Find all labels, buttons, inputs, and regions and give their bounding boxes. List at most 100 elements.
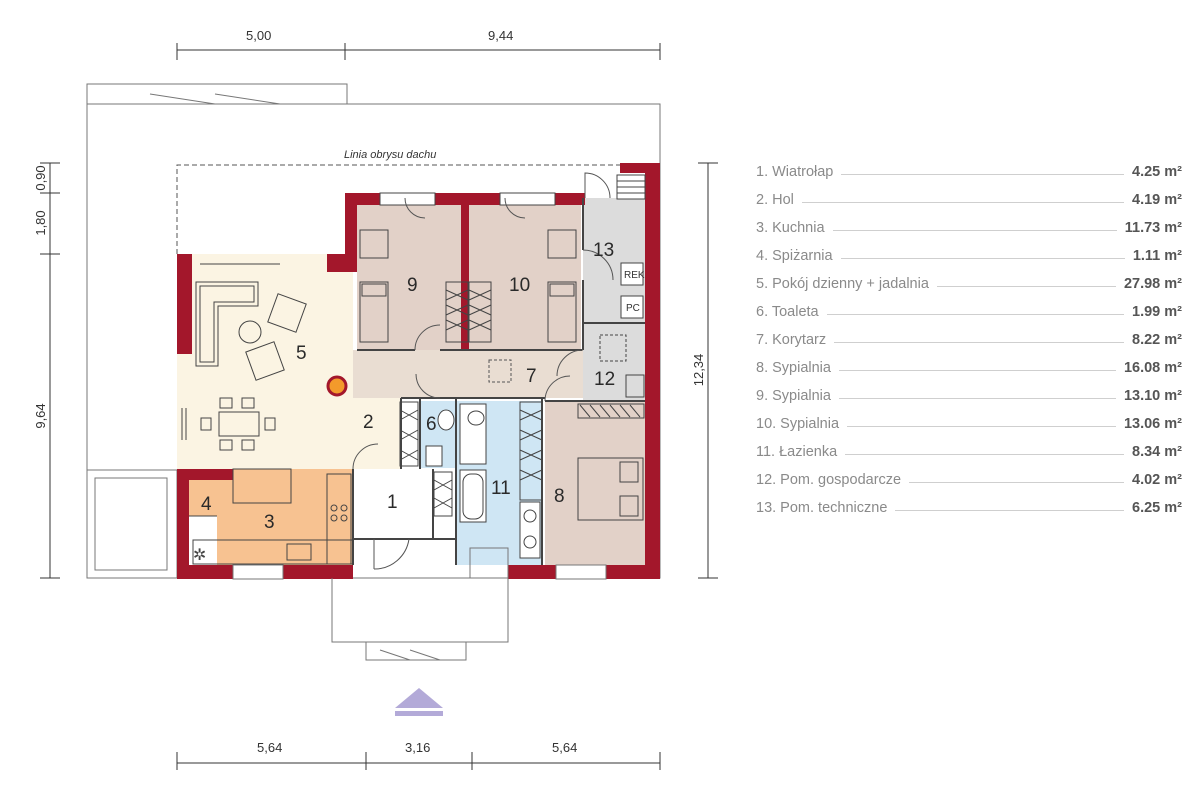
room-list-area: 4.25 m²: [1132, 164, 1182, 180]
room-list-item: 6. Toaleta 1.99 m²: [756, 298, 1182, 326]
leader-line: [832, 229, 1117, 231]
room-list-item: 7. Korytarz 8.22 m²: [756, 326, 1182, 354]
leader-line: [838, 397, 1116, 399]
room-list-area: 1.99 m²: [1132, 304, 1182, 320]
leader-line: [895, 509, 1125, 511]
doors: [352, 172, 614, 570]
leader-line: [841, 173, 1125, 175]
room-label-5: 5: [296, 343, 307, 364]
bedroom-windows: [379, 192, 556, 206]
equipment-rek-label: REK: [624, 270, 645, 281]
room-list-item: 1. Wiatrołap 4.25 m²: [756, 158, 1182, 186]
terrace-left-bottom: [86, 469, 178, 579]
room-list-area: 4.19 m²: [1132, 192, 1182, 208]
bathroom-fixtures: [459, 403, 541, 559]
leader-line: [909, 481, 1125, 483]
hall-wardrobe: [399, 401, 453, 517]
room-list-item: 5. Pokój dzienny + jadalnia 27.98 m²: [756, 270, 1182, 298]
room-list-name: 11. Łazienka: [756, 444, 838, 460]
room-list-name: 7. Korytarz: [756, 332, 827, 348]
room-list-name: 2. Hol: [756, 192, 794, 208]
room-label-1: 1: [387, 492, 398, 513]
room-label-7: 7: [526, 366, 537, 387]
room-list-item: 12. Pom. gospodarcze 4.02 m²: [756, 466, 1182, 494]
room-list-area: 13.06 m²: [1123, 416, 1182, 432]
utility-room-equipment: [599, 334, 645, 398]
room-list-area: 8.34 m²: [1132, 444, 1182, 460]
room-list-item: 13. Pom. techniczne 6.25 m²: [756, 494, 1182, 522]
room-list-name: 4. Spiżarnia: [756, 248, 833, 264]
room-label-11: 11: [491, 478, 511, 499]
room-list-item: 8. Sypialnia 16.08 m²: [756, 354, 1182, 382]
room-12-fill: [583, 323, 645, 401]
room-list-area: 6.25 m²: [1132, 500, 1182, 516]
bedroom-10-furniture: [468, 229, 577, 343]
toilet-fixtures: [425, 409, 455, 467]
leader-line: [845, 453, 1125, 455]
technical-room-equipment: [616, 174, 646, 319]
entrance-porch: [232, 547, 607, 661]
room-fills: [177, 198, 645, 565]
room-list-area: 11.73 m²: [1124, 220, 1182, 236]
walls: [177, 163, 660, 579]
room-list-item: 11. Łazienka 8.34 m²: [756, 438, 1182, 466]
leader-line: [847, 425, 1116, 427]
bedroom-8-furniture: [519, 401, 645, 521]
room-label-9: 9: [407, 275, 418, 296]
room-list-name: 6. Toaleta: [756, 304, 819, 320]
room-label-6: 6: [426, 414, 437, 435]
room-3-fill: [217, 469, 353, 565]
dim-bottom-3: 5,64: [552, 740, 577, 755]
room-list-name: 5. Pokój dzienny + jadalnia: [756, 276, 929, 292]
dim-bottom-1: 5,64: [257, 740, 282, 755]
dim-bottom-2: 3,16: [405, 740, 430, 755]
leader-line: [936, 285, 1116, 287]
room-10-fill: [469, 205, 581, 350]
dim-top-2: 9,44: [488, 28, 513, 43]
room-label-8: 8: [554, 486, 565, 507]
dim-left-1: 0,90: [33, 165, 48, 190]
fridge-icon: ✲: [193, 547, 206, 564]
dim-left-3: 9,64: [33, 403, 48, 428]
entry-arrow-base: [395, 711, 443, 716]
room-list-name: 12. Pom. gospodarcze: [756, 472, 902, 488]
room-7-fill: [353, 350, 583, 398]
leader-line: [826, 313, 1125, 315]
dim-left-2: 1,80: [33, 210, 48, 235]
dimension-lines: [40, 43, 718, 770]
fireplace-icon: [326, 375, 348, 397]
room-list-name: 8. Sypialnia: [756, 360, 831, 376]
dim-right: 12,34: [691, 354, 706, 387]
leader-line: [801, 201, 1125, 203]
room-list-area: 8.22 m²: [1132, 332, 1182, 348]
equipment-pc-label: PC: [626, 303, 640, 314]
room-8-fill: [545, 401, 645, 565]
room-label-3: 3: [264, 512, 275, 533]
leader-line: [840, 257, 1125, 259]
room-list-item: 9. Sypialnia 13.10 m²: [756, 382, 1182, 410]
room-label-10: 10: [509, 275, 530, 296]
leader-line: [834, 341, 1125, 343]
room-list-area: 27.98 m²: [1123, 276, 1182, 292]
room-list-name: 9. Sypialnia: [756, 388, 831, 404]
room-list-name: 10. Sypialnia: [756, 416, 840, 432]
window-top-terrace: [149, 93, 281, 105]
room-label-4: 4: [201, 494, 212, 515]
room-list-item: 2. Hol 4.19 m²: [756, 186, 1182, 214]
room-label-2: 2: [363, 412, 374, 433]
room-label-12: 12: [594, 369, 615, 390]
entry-arrow-icon: [395, 688, 443, 708]
room-list-area: 4.02 m²: [1132, 472, 1182, 488]
room-list-name: 1. Wiatrołap: [756, 164, 834, 180]
room-list-area: 16.08 m²: [1123, 360, 1182, 376]
room-list-item: 10. Sypialnia 13.06 m²: [756, 410, 1182, 438]
room-list-area: 13.10 m²: [1123, 388, 1182, 404]
room-list-name: 13. Pom. techniczne: [756, 500, 888, 516]
roof-outline-label: Linia obrysu dachu: [344, 149, 436, 161]
roof-outline-line: [176, 164, 655, 254]
living-room-furniture: [181, 263, 307, 451]
kitchen-furniture: [189, 468, 354, 565]
bedroom-9-furniture: [359, 229, 469, 343]
